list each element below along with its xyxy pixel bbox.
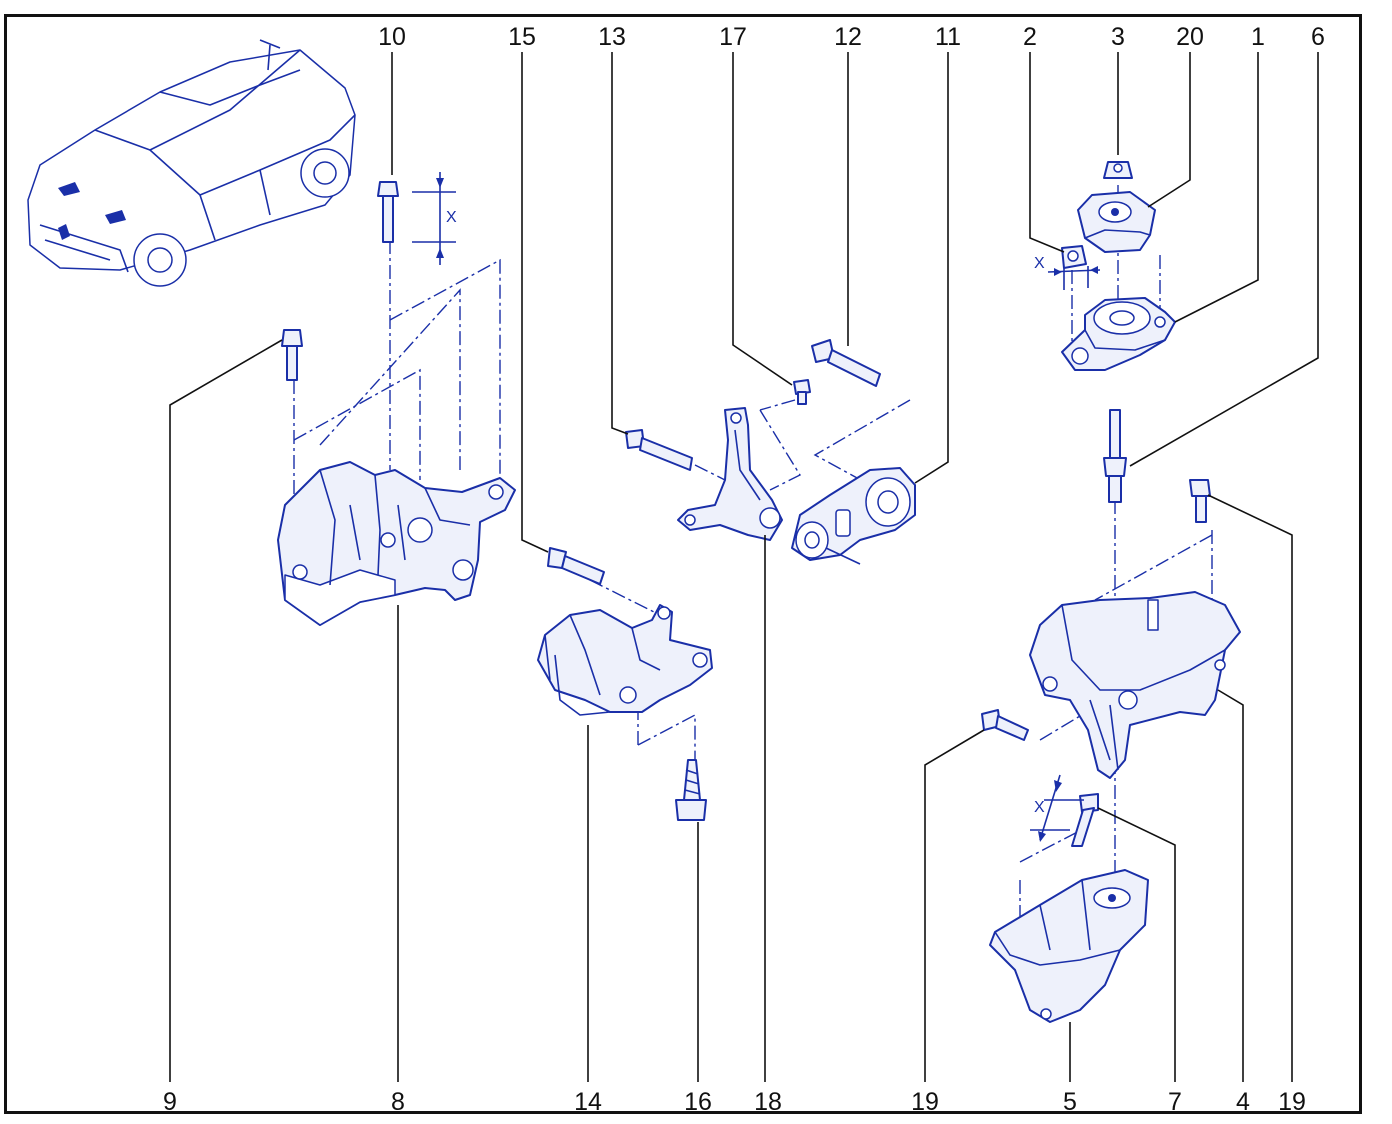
callout-7: 7 [1168,1088,1182,1116]
callout-9: 9 [163,1088,177,1116]
torque-rod-11 [791,467,916,565]
callout-15: 15 [508,23,536,51]
mount-4 [1029,591,1241,779]
callouts-bottom: 9 8 14 16 18 19 5 7 4 19 [163,1088,1306,1116]
callout-3: 3 [1111,23,1125,51]
callout-11: 11 [935,23,961,51]
dimension-label-x-10: X [446,209,457,226]
callout-12: 12 [834,23,862,51]
nut-3 [1103,161,1133,179]
stud-6 [1103,409,1127,503]
bolt-10 [377,181,399,243]
bolt-12 [811,339,881,387]
bolt-9 [281,329,303,381]
mount-5 [989,869,1149,1023]
leader-lines [169,52,1319,1082]
callout-6: 6 [1311,23,1325,51]
mount-8 [277,461,516,626]
bolt-17 [793,379,811,405]
callout-16: 16 [684,1088,712,1116]
mount-pad-1 [1061,297,1176,371]
bolt-7 [1071,793,1099,847]
dimension-x-7 [1030,774,1084,842]
callout-4: 4 [1236,1088,1250,1116]
callout-19-right: 19 [1278,1088,1306,1116]
bolt-19-upper [1189,479,1211,523]
dimension-labels: X X X [446,209,1045,816]
bolt-15 [547,547,605,585]
dimension-x-10 [412,172,456,265]
nut-2 [1061,245,1087,269]
callout-8: 8 [391,1088,405,1116]
callout-10: 10 [378,23,406,51]
bolt-19-lower [981,709,1029,741]
mount-14 [537,604,713,716]
callout-14: 14 [574,1088,602,1116]
callouts-top: 10 15 13 17 12 11 2 3 20 1 6 [378,23,1325,51]
callout-13: 13 [598,23,626,51]
dimension-x-2 [1047,266,1101,290]
callout-19-left: 19 [911,1088,939,1116]
dimension-label-x-2: X [1034,255,1045,272]
callout-18: 18 [754,1088,782,1116]
cap-20 [1077,191,1156,253]
bracket-18 [677,407,783,541]
callout-1: 1 [1251,23,1265,51]
callout-17: 17 [719,23,747,51]
callout-2: 2 [1023,23,1037,51]
bolt-13 [625,429,693,471]
callout-5: 5 [1063,1088,1077,1116]
screw-16 [675,759,707,821]
callout-20: 20 [1176,23,1204,51]
vehicle-thumbnail [27,39,356,287]
dimension-label-x-7: X [1034,799,1045,816]
